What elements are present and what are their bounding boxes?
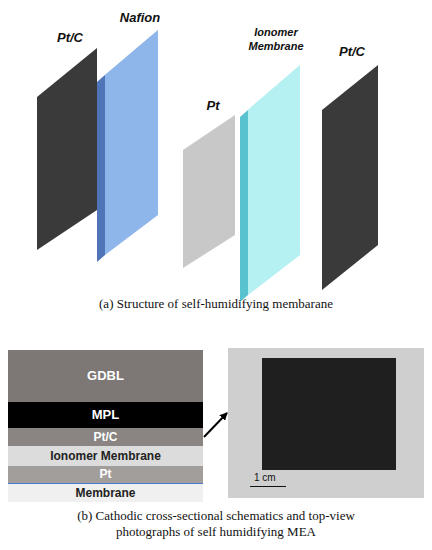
nafion-face: [105, 30, 158, 255]
figure-caption: (a) Structure of self-humidifying membar…: [16, 296, 416, 312]
layer-band: Membrane: [8, 484, 203, 502]
layer-band: Ionomer Membrane: [8, 446, 203, 466]
scale-label: 1 cm: [254, 473, 276, 484]
layer-label: Pt/C: [48, 30, 92, 46]
layer-band: MPL: [8, 402, 203, 428]
scale-bar: [250, 486, 286, 487]
ionomer-face: [248, 65, 300, 295]
layer-name: Ionomer Membrane: [50, 450, 161, 463]
nafion-side: [97, 75, 105, 262]
ionomer-side: [240, 110, 248, 302]
layer-name: Membrane: [75, 487, 135, 500]
layer-name: MPL: [92, 408, 119, 422]
layer-label: Ionomer Membrane: [238, 26, 314, 54]
layer-name: GDBL: [87, 369, 124, 383]
layer-name: Pt: [100, 468, 112, 481]
pt-c-layer: [322, 65, 378, 290]
pointer-arrow: [204, 413, 227, 437]
layer-band: Pt/C: [8, 428, 203, 446]
layer-label: Pt: [198, 98, 228, 114]
layer-label: Pt/C: [330, 44, 374, 60]
mea-photo-square: [262, 358, 396, 470]
pt-layer: [183, 115, 235, 268]
pt-c-layer: [37, 48, 97, 250]
layer-band: GDBL: [8, 350, 203, 402]
figure-caption: (b) Cathodic cross-sectional schematics …: [46, 508, 386, 541]
layer-name: Pt/C: [94, 431, 118, 444]
photo-panel: 1 cm: [228, 348, 424, 498]
layer-label: Nafion: [108, 10, 172, 26]
layer-band: Pt: [8, 466, 203, 483]
nafion-top: [97, 30, 158, 82]
ionomer-top: [240, 65, 300, 117]
